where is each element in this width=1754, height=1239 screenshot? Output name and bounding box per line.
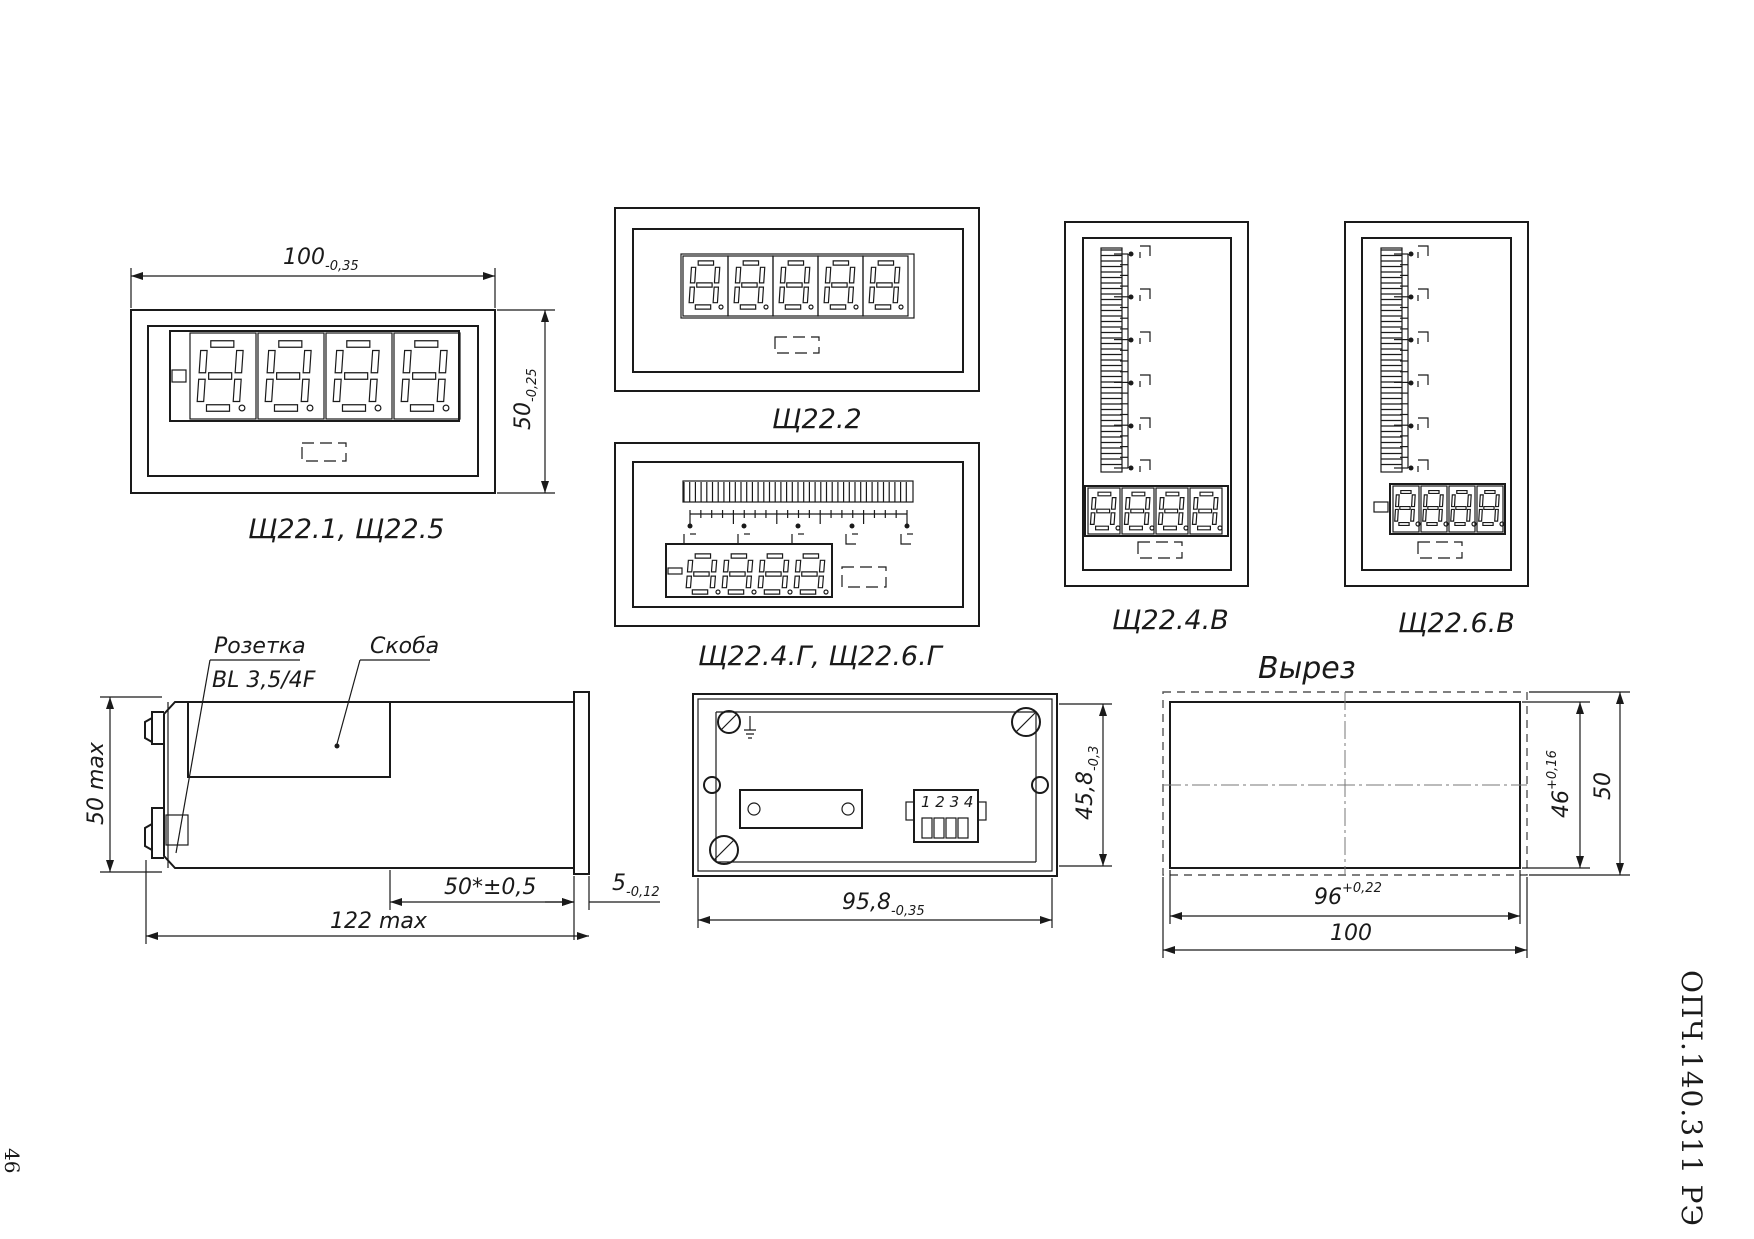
width-dimension-label: 95,8-0,35 <box>842 890 925 919</box>
socket-connector-top <box>151 711 164 745</box>
seven-segment-digits <box>685 553 829 595</box>
rear-outer-frame <box>692 693 1058 877</box>
panel-inner-frame <box>147 325 479 477</box>
caption-shch22-4v: Щ22.4.В <box>1112 605 1229 636</box>
bezel-dimension-label: 5-0,12 <box>612 871 660 900</box>
bracket <box>187 701 391 778</box>
rear-view: 1 2 3 4 45,8-0,3 95,8-0,35 <box>692 693 1112 928</box>
display-window <box>665 543 833 598</box>
front-panel-vertical-bar-1: Щ22.4.В <box>1064 221 1249 636</box>
outer-height-dimension-label: 50 <box>1591 772 1616 800</box>
panel-outer-frame <box>1344 221 1529 587</box>
inner-width-dimension-label: 96+0,22 <box>1314 881 1382 910</box>
height-dimension-label: 45,8-0,3 <box>1073 746 1102 820</box>
panel-inner-frame <box>632 461 964 608</box>
seven-segment-digits <box>1392 485 1505 533</box>
bracket-label: Скоба <box>370 634 439 659</box>
front-panel-5digit: Щ22.2 <box>614 207 980 435</box>
seven-segment-digits <box>682 255 909 317</box>
bargraph-segments <box>683 482 913 545</box>
socket-model-label: BL 3,5/4F <box>212 668 316 693</box>
depth-dimension-label: 50*±0,5 <box>444 875 536 900</box>
panel-outer-frame <box>614 442 980 627</box>
height-dimension-label: 50 max <box>84 741 109 825</box>
socket-label: Розетка <box>214 634 306 659</box>
panel-cutout: Вырез 96+0,22 100 46+0,16 50 <box>1162 651 1630 958</box>
terminal-numbers: 1 2 3 4 <box>921 793 973 811</box>
width-dimension-label: 100-0,35 <box>283 245 359 274</box>
front-panel-vertical-bar-2: Щ22.6.В <box>1344 221 1529 639</box>
bargraph-segments <box>1381 245 1429 472</box>
panel-outer-frame <box>130 309 496 494</box>
unit-label-placeholder <box>841 566 887 588</box>
display-window <box>169 330 460 422</box>
unit-label-placeholder <box>301 442 347 462</box>
document-code: ОПЧ.140.311 РЭ <box>1675 970 1708 1227</box>
seven-segment-digits <box>189 332 461 420</box>
side-screw <box>703 776 721 794</box>
minus-segment <box>667 567 683 575</box>
display-window <box>1389 483 1506 535</box>
inner-height-dimension-label: 46+0,16 <box>1545 750 1574 818</box>
minus-segment <box>1373 501 1389 513</box>
unit-label-placeholder <box>1137 541 1183 559</box>
display-window <box>1084 485 1229 537</box>
caption-shch22-4g: Щ22.4.Г, Щ22.6.Г <box>698 641 944 672</box>
panel-inner-frame <box>1361 237 1512 571</box>
unit-label-placeholder <box>1417 541 1463 559</box>
corner-screw <box>1011 707 1041 737</box>
height-dimension-label: 50-0,25 <box>511 368 540 430</box>
caption-shch22-1: Щ22.1, Щ22.5 <box>248 514 444 545</box>
ground-symbol-icon <box>744 716 756 739</box>
socket-connector-bottom <box>151 807 164 859</box>
display-window <box>680 253 915 319</box>
cover-plate <box>739 789 863 829</box>
caption-shch22-2: Щ22.2 <box>772 404 862 435</box>
bargraph-segments <box>1101 245 1151 472</box>
side-screw <box>1031 776 1049 794</box>
panel-outer-frame <box>1064 221 1249 587</box>
caption-shch22-6v: Щ22.6.В <box>1398 608 1515 639</box>
cutout-title: Вырез <box>1258 651 1356 686</box>
outer-width-dimension-label: 100 <box>1330 921 1372 946</box>
panel-inner-frame <box>1082 237 1232 571</box>
seven-segment-digits <box>1087 487 1223 535</box>
side-view: Розетка BL 3,5/4F Скоба 50 max 50*±0,5 5… <box>84 634 660 944</box>
front-panel-4digit: 100-0,35 50-0,25 Щ22.1, Щ22.5 <box>130 245 555 545</box>
panel-inner-frame <box>632 228 964 373</box>
unit-label-placeholder <box>774 336 820 354</box>
housing-body <box>163 701 574 869</box>
panel-outer-frame <box>614 207 980 392</box>
ground-screw <box>717 710 741 734</box>
front-bezel <box>573 691 590 875</box>
corner-screw <box>709 835 739 865</box>
page-number: 46 <box>0 1148 24 1174</box>
minus-segment <box>171 369 187 383</box>
total-depth-dimension-label: 122 max <box>330 909 428 934</box>
front-panel-horizontal-bar: Щ22.4.Г, Щ22.6.Г <box>614 442 980 672</box>
